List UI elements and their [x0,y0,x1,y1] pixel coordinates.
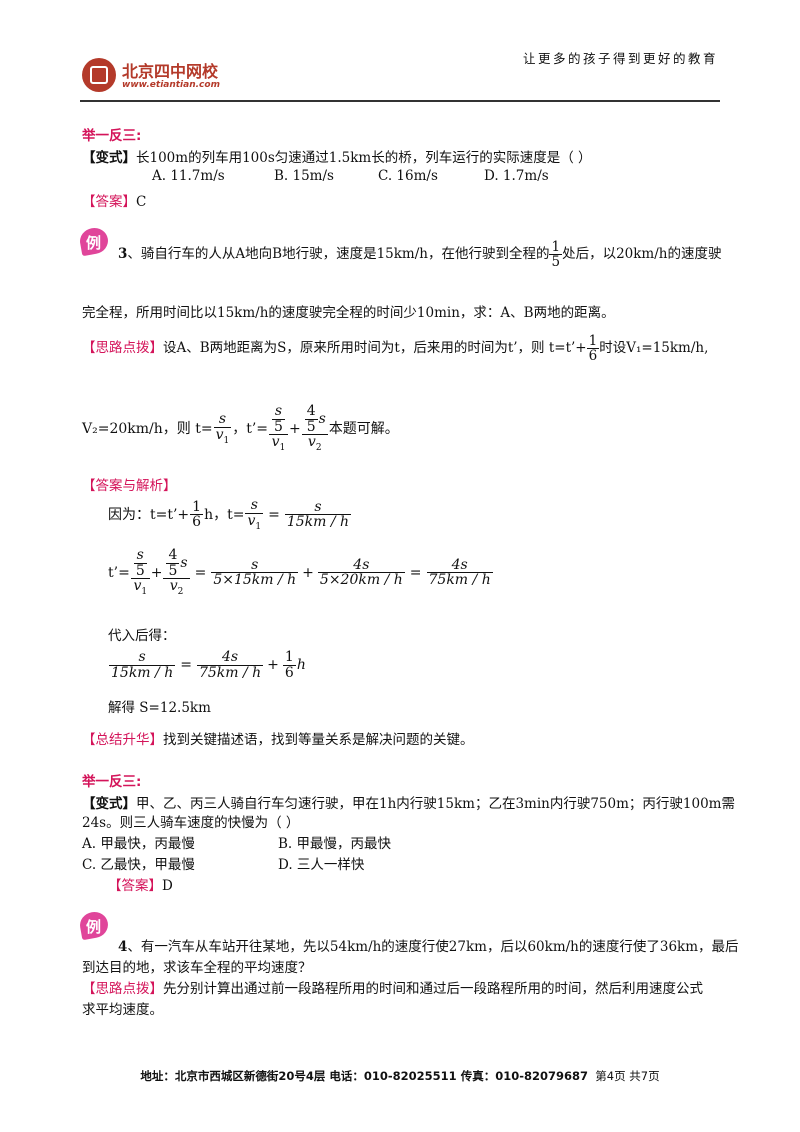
example4-hint2: 求平均速度。 [82,1002,163,1018]
example3-line2: 完全程，所用时间比以15km/h的速度驶完全程的时间少10min，求：A、B两地… [82,305,615,321]
variant-question-2b: 24s。则三人骑车速度的快慢为（ ） [82,815,300,831]
example4-hint1: 【思路点拨】先分别计算出通过前一段路程所用的时间和通过后一段路程所用的时间，然后… [82,981,703,997]
option-c-2: C. 乙最快，甲最慢 [82,857,195,873]
example-number: 3 [118,246,128,263]
answer-line: 【答案】C [82,190,146,210]
section-title: 举一反三: [82,128,142,144]
variant-tag: 【变式】 [82,150,136,166]
option-b: B. 15m/s [274,168,334,184]
option-a: A. 11.7m/s [152,168,225,184]
site-logo[interactable]: 北京四中网校 www.etiantian.com [82,58,252,94]
summary-tag: 【总结升华】 [82,732,163,748]
page-number: 第4页 共7页 [595,1069,660,1083]
solve-result: 解得 S=12.5km [108,700,211,716]
logo-emblem-icon [82,58,116,92]
option-d: D. 1.7m/s [484,168,549,184]
question-text: 长100m的列车用100s匀速通过1.5km长的桥，列车运行的实际速度是（ ） [136,150,592,166]
answer-analysis-tag: 【答案与解析】 [82,478,177,494]
page-footer: 地址：北京市西城区新德街20号4层 电话：010-82025511 传真：010… [0,1068,800,1084]
header-slogan: 让更多的孩子得到更好的教育 [522,51,718,66]
logo-url: www.etiantian.com [122,80,220,90]
example4-line2: 到达目的地，求该车全程的平均速度？ [82,960,312,976]
option-c: C. 16m/s [378,168,438,184]
option-b-2: B. 甲最慢，丙最快 [278,836,392,852]
logo-text: 北京四中网校 [122,62,219,81]
substitute-label: 代入后得： [108,628,176,644]
example4-line1: 4、有一汽车从车站开往某地，先以54km/h的速度行使27km，后以60km/h… [118,939,739,955]
answer-value: C [136,194,147,210]
section-title-2: 举一反三: [82,774,142,790]
hint-line1: 【思路点拨】设A、B两地距离为S，原来所用时间为t，后来用的时间为t’，则 t=… [82,333,709,365]
option-a-2: A. 甲最快，丙最慢 [82,836,195,852]
variant-question-2a: 【变式】甲、乙、丙三人骑自行车匀速行驶，甲在1h内行驶15km；乙在3min内行… [82,796,735,812]
footer-address: 地址：北京市西城区新德街20号4层 电话：010-82025511 传真：010… [140,1069,588,1083]
example-badge-2: 例 [77,909,111,942]
example-badge: 例 [77,225,111,258]
answer-line-2: 【答案】D [108,878,173,894]
variant-question-1: 【变式】长100m的列车用100s匀速通过1.5km长的桥，列车运行的实际速度是… [82,146,592,166]
summary-line: 【总结升华】找到关键描述语，找到等量关系是解决问题的关键。 [82,732,474,748]
hint-tag: 【思路点拨】 [82,340,163,357]
answer-tag: 【答案】 [82,194,136,210]
header-divider [80,100,720,102]
option-d-2: D. 三人一样快 [278,857,365,873]
